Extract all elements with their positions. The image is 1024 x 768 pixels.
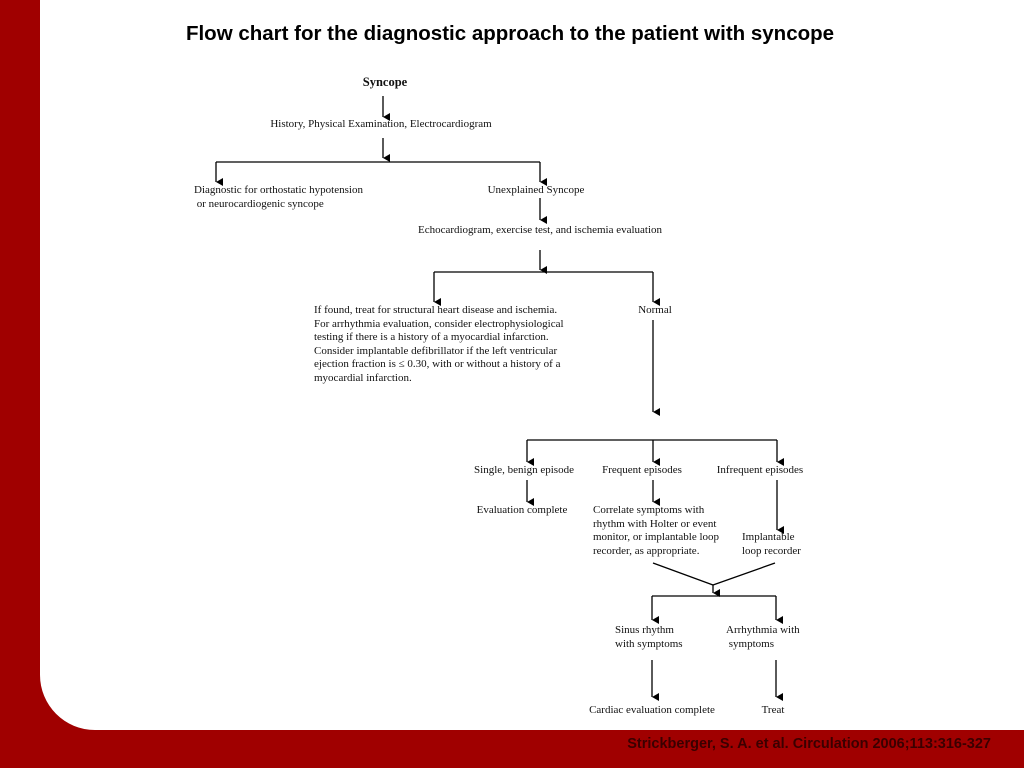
- node-sinus-rhythm: Sinus rhythm with symptoms: [615, 624, 683, 650]
- slide-title: Flow chart for the diagnostic approach t…: [185, 22, 835, 45]
- node-correlate-symptoms: Correlate symptoms with rhythm with Holt…: [593, 504, 720, 557]
- merge-line-left: [652, 562, 714, 586]
- node-frequent-episodes: Frequent episodes: [602, 464, 682, 476]
- slide-background: [40, 0, 1024, 730]
- node-cardiac-complete: Cardiac evaluation complete: [589, 704, 715, 716]
- node-diagnostic-orthostatic: Diagnostic for orthostatic hypotension o…: [194, 184, 363, 210]
- node-implantable-loop: Implantable loop recorder: [742, 531, 801, 557]
- node-treat: Treat: [761, 704, 785, 716]
- node-evaluation-complete: Evaluation complete: [476, 504, 568, 516]
- node-further-testing: Echocardiogram, exercise test, and ische…: [417, 224, 663, 236]
- node-unexplained-syncope: Unexplained Syncope: [487, 184, 585, 196]
- node-normal: Normal: [638, 304, 672, 316]
- merge-line-right: [712, 562, 776, 586]
- node-initial-evaluation: History, Physical Examination, Electroca…: [270, 118, 492, 130]
- node-infrequent-episodes: Infrequent episodes: [716, 464, 804, 476]
- node-arrhythmia-symptoms: Arrhythmia with symptoms: [726, 624, 800, 650]
- node-structural-finding: If found, treat for structural heart dis…: [314, 304, 564, 384]
- node-syncope: Syncope: [362, 75, 408, 89]
- citation: Strickberger, S. A. et al. Circulation 2…: [627, 736, 991, 752]
- node-single-episode: Single, benign episode: [474, 464, 574, 476]
